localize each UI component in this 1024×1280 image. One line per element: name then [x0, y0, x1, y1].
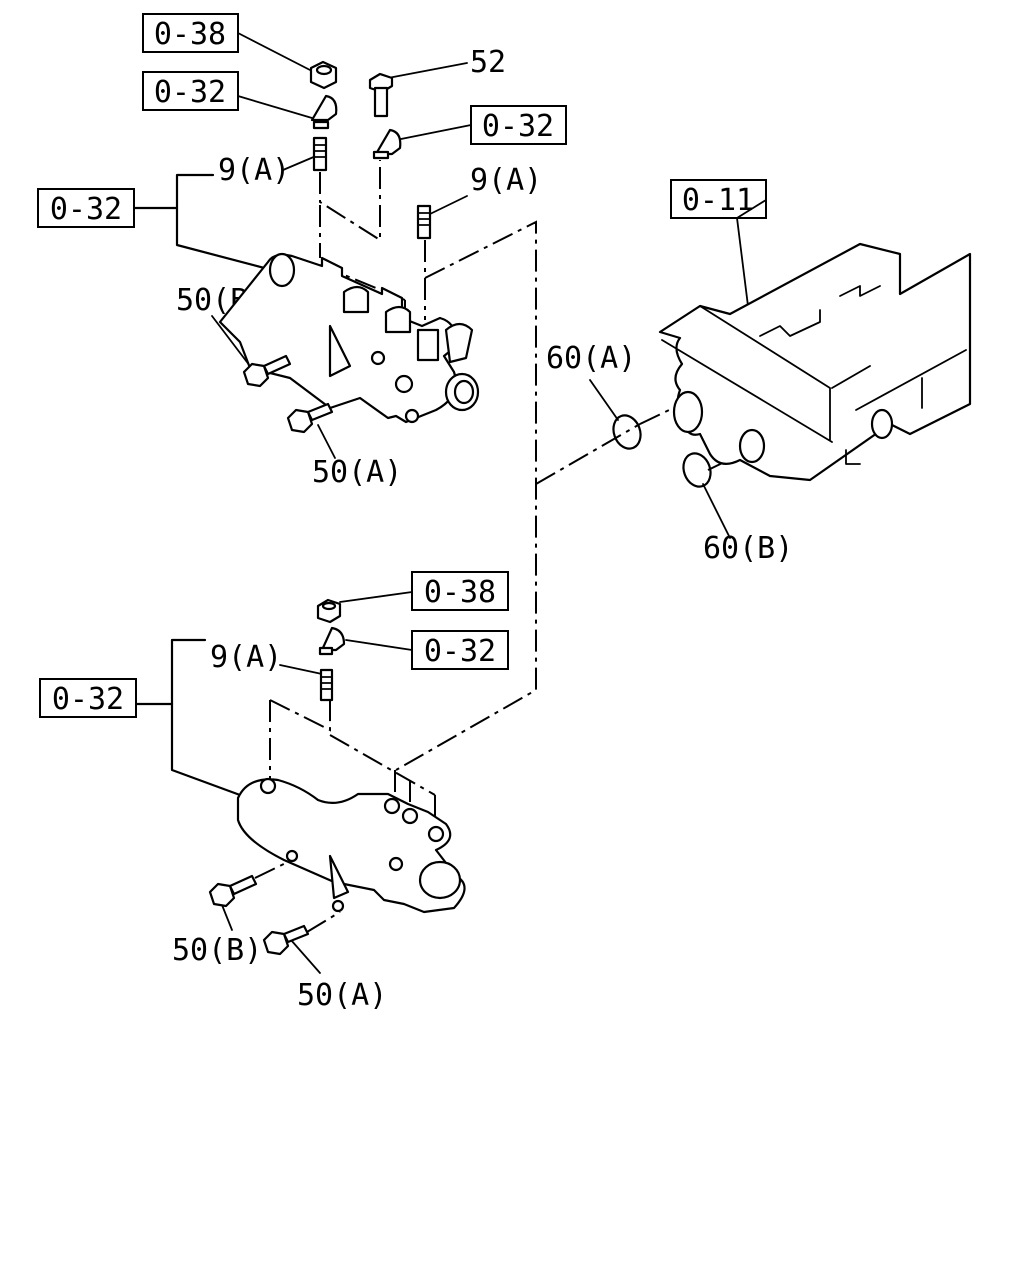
ref-box-0-32-mid: 0-32 [411, 630, 509, 670]
bracket-upper [132, 173, 274, 272]
bolt-icon [286, 402, 334, 434]
part-label-60a: 60(A) [546, 341, 636, 376]
part-label-9a: 9(A) [210, 640, 282, 675]
stud-icon [319, 668, 334, 702]
ref-label: 0-32 [482, 109, 554, 144]
cylinder-head [658, 242, 972, 482]
bracket-lower [134, 638, 242, 797]
stud-icon [312, 136, 328, 172]
ref-box-0-11: 0-11 [670, 179, 767, 219]
ref-label: 0-32 [50, 192, 122, 227]
clip-icon [318, 626, 346, 656]
ref-label: 0-11 [682, 183, 754, 218]
stud-icon [416, 204, 432, 240]
part-label-52: 52 [470, 45, 506, 80]
ref-label: 0-32 [52, 682, 124, 717]
clip-icon [310, 94, 338, 130]
lower-water-pipe [236, 777, 466, 914]
ref-label: 0-32 [424, 634, 496, 669]
nut-icon [309, 60, 338, 90]
clip-icon [372, 128, 402, 160]
ref-box-0-32-top-right: 0-32 [470, 105, 567, 145]
part-label-50a: 50(A) [312, 455, 402, 490]
o-ring-icon [612, 414, 642, 450]
bolt-icon [262, 924, 310, 956]
ref-box-0-32-upper-bracket: 0-32 [37, 188, 135, 228]
bolt-icon [368, 72, 394, 118]
o-ring-icon [682, 452, 712, 488]
part-label-9a: 9(A) [470, 163, 542, 198]
bolt-icon [208, 874, 258, 908]
part-label-50b: 50(B) [172, 933, 262, 968]
ref-label: 0-38 [154, 17, 226, 52]
upper-water-manifold [218, 252, 480, 424]
part-label-60b: 60(B) [703, 531, 793, 566]
part-label-50a: 50(A) [297, 978, 387, 1013]
nut-icon [316, 598, 342, 624]
ref-box-0-38-mid: 0-38 [411, 571, 509, 611]
ref-label: 0-38 [424, 575, 496, 610]
ref-box-0-32-top-left: 0-32 [142, 71, 239, 111]
leader-lines [211, 32, 767, 974]
ref-box-0-38-top: 0-38 [142, 13, 239, 53]
part-label-9a: 9(A) [218, 153, 290, 188]
ref-box-0-32-lower-bracket: 0-32 [39, 678, 137, 718]
ref-label: 0-32 [154, 75, 226, 110]
bolt-icon [242, 354, 292, 388]
